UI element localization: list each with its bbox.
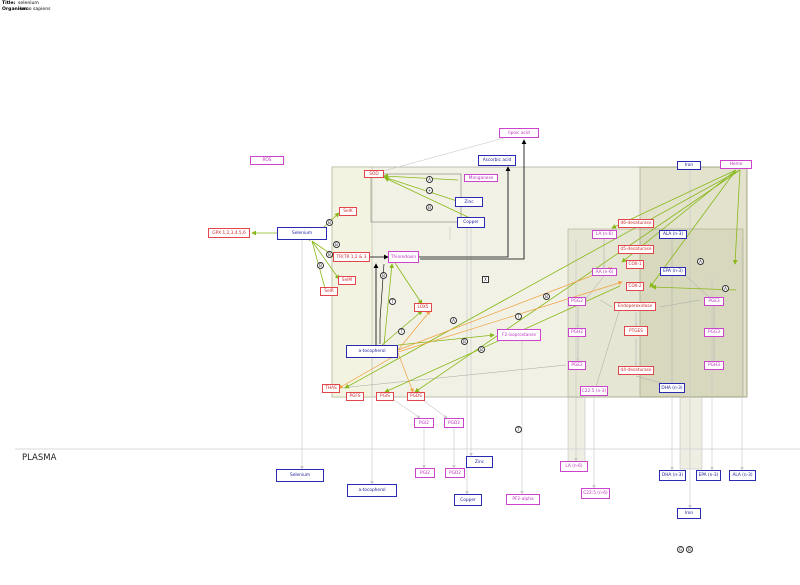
cox2-node[interactable]: COX-2: [626, 282, 644, 291]
interaction-mark: T: [515, 426, 522, 433]
title-row: Title:selenium: [2, 1, 51, 7]
c22-top-node[interactable]: C22:5 (n-3): [580, 386, 608, 396]
epa-top-node[interactable]: EPA (n-3): [660, 267, 686, 276]
pgh3-node[interactable]: PGH3: [704, 361, 724, 370]
ascorbic-acid-node[interactable]: Ascorbic acid: [478, 155, 516, 166]
pgf2-alpha-node[interactable]: PF2-alpha: [506, 494, 540, 505]
transport-lines: [300, 137, 744, 509]
manganese-node[interactable]: Manganese: [464, 174, 498, 182]
interaction-mark: T: [515, 313, 522, 320]
f2-isoprostanes-node[interactable]: F2-isoprostanes: [497, 329, 541, 341]
heme-node[interactable]: Heme: [720, 160, 752, 169]
pathway-header: Title:selenium Organism:Homo sapiens: [2, 1, 51, 13]
copper-top-node[interactable]: Copper: [457, 217, 485, 228]
group-bottom-strip-2: [679, 396, 703, 470]
pgfs-node[interactable]: PGFS: [346, 392, 364, 401]
mim-arrows: [370, 139, 527, 345]
interaction-mark-square: X: [482, 276, 489, 283]
selr-node[interactable]: SelR: [320, 287, 338, 296]
thas-node[interactable]: THAS: [322, 384, 340, 393]
interaction-mark: B: [426, 204, 433, 211]
ala-bottom-node[interactable]: ALA (n-3): [729, 470, 756, 481]
gpx-node[interactable]: GPX 1,2,3,4,5,6: [208, 228, 250, 238]
legend-mark-g: G: [677, 546, 684, 553]
tocopherol-bottom-node[interactable]: a-tocopherol: [347, 484, 397, 497]
interaction-mark: B: [478, 346, 485, 353]
interaction-mark: B: [317, 262, 324, 269]
iron-top-node[interactable]: Iron: [677, 161, 701, 170]
tocopherol-top-node[interactable]: a-tocopherol: [346, 345, 398, 358]
zinc-top-node[interactable]: Zinc: [455, 197, 483, 207]
organism-value: Homo sapiens: [18, 7, 51, 12]
interaction-mark: B: [326, 251, 333, 258]
epa-bottom-node[interactable]: EPA (n-3): [696, 470, 721, 481]
lox5-node[interactable]: LOX5: [414, 303, 432, 312]
interaction-mark: A: [697, 258, 704, 265]
pgh2-node[interactable]: PGH2: [568, 328, 586, 337]
legend-mark-b: B: [686, 546, 693, 553]
interaction-mark: T: [398, 328, 405, 335]
ros-node[interactable]: ROS: [250, 156, 284, 165]
aa-node[interactable]: AA (n-6): [592, 268, 617, 276]
cox1-node[interactable]: COX-1: [626, 260, 644, 269]
pgi2-top-node[interactable]: PGI2: [414, 418, 434, 428]
selm-node[interactable]: SelM: [338, 276, 356, 285]
lipoic-acid-node[interactable]: lipoic acid: [499, 128, 539, 138]
interaction-mark: T: [389, 298, 396, 305]
interaction-mark: B: [543, 293, 550, 300]
title-value: selenium: [18, 1, 39, 6]
interaction-mark: A: [450, 317, 457, 324]
dha-top-node[interactable]: DHA (n-3): [659, 383, 685, 393]
organism-key: Organism:: [2, 7, 29, 12]
la-top-node[interactable]: LA (n-6): [592, 230, 617, 239]
selenium-top-node[interactable]: Selenium: [277, 227, 327, 240]
d4-desaturase-node[interactable]: d4-desaturase: [618, 366, 654, 375]
conversion-arrows: [338, 267, 623, 393]
interaction-mark: B: [380, 272, 387, 279]
ptges-node[interactable]: PTGES: [624, 326, 648, 336]
pgg3-node[interactable]: PGG3: [704, 328, 724, 337]
interaction-mark: A: [722, 285, 729, 292]
pgi2-bottom-node[interactable]: PGI2: [415, 468, 435, 478]
pge2-node[interactable]: PGE2: [568, 361, 586, 370]
thioredoxin-node[interactable]: Thioredoxin: [388, 251, 419, 263]
la-bottom-node[interactable]: LA (n-6): [560, 461, 588, 472]
iron-bottom-node[interactable]: Iron: [677, 508, 701, 519]
organism-row: Organism:Homo sapiens: [2, 7, 51, 13]
endoperoxidase-node[interactable]: Endoperoxidase: [614, 302, 656, 311]
interaction-mark: +: [426, 187, 433, 194]
interaction-mark: B: [333, 241, 340, 248]
c22-bottom-node[interactable]: C22:5 (n-6): [581, 488, 610, 499]
copper-bottom-node[interactable]: Copper: [454, 494, 482, 506]
pgis-node[interactable]: PGIS: [376, 392, 394, 401]
pgg2-node[interactable]: PGG2: [568, 297, 586, 306]
zinc-bottom-node[interactable]: Zinc: [466, 456, 493, 468]
pgds-node[interactable]: PGDS: [407, 392, 425, 401]
title-key: Title:: [2, 1, 16, 6]
d6-desaturase-node[interactable]: d6-desaturase: [618, 219, 654, 228]
group-bottom-strip: [567, 396, 586, 470]
interaction-mark: B: [326, 219, 333, 226]
interaction-mark: A: [426, 176, 433, 183]
interaction-mark: B: [461, 338, 468, 345]
group-cell-large: [331, 166, 748, 398]
plasma-compartment-label: PLASMA: [22, 453, 57, 463]
pgd2-bottom-node[interactable]: PGD2: [445, 468, 465, 478]
pge3-node[interactable]: PGE3: [704, 297, 724, 306]
pgd2-top-node[interactable]: PGD2: [444, 418, 464, 428]
selenium-bottom-node[interactable]: Selenium: [276, 469, 324, 482]
selk-node[interactable]: SelK: [339, 207, 357, 216]
d5-desaturase-node[interactable]: d5-desaturase: [618, 245, 654, 254]
dha-bottom-node[interactable]: DHA (n-3): [659, 470, 686, 481]
ala-top-node[interactable]: ALA (n-3): [659, 230, 687, 239]
sod-node[interactable]: SOD: [364, 170, 384, 178]
txnrd-node[interactable]: TR(TR 1,2 & 3: [333, 252, 370, 262]
